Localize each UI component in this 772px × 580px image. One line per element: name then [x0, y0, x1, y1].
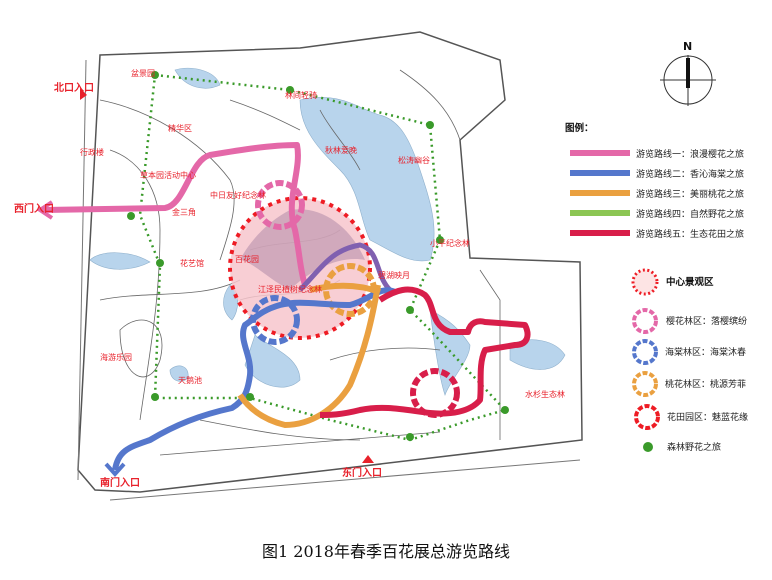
svg-text:游览路线一：浪漫樱花之旅: 游览路线一：浪漫樱花之旅 — [636, 148, 744, 160]
legend-zone-flower-field: 花田园区：魅蓝花缘 — [634, 404, 748, 430]
route-3-line — [237, 282, 382, 429]
place-label: 百花园 — [235, 254, 259, 264]
route-1-line — [43, 142, 308, 286]
svg-text:花田园区：魅蓝花缘: 花田园区：魅蓝花缘 — [667, 411, 748, 423]
route-2-arrow — [104, 462, 126, 477]
legend-zone-crabapple: 海棠林区：海棠沐春 — [632, 339, 746, 365]
svg-text:游览路线四：自然野花之旅: 游览路线四：自然野花之旅 — [636, 208, 744, 220]
svg-text:游览路线二：香沁海棠之旅: 游览路线二：香沁海棠之旅 — [636, 168, 744, 180]
place-label: 草本园活动中心 — [140, 170, 196, 180]
place-label: 金三角 — [172, 207, 196, 217]
place-label: 碧湖映月 — [378, 270, 410, 280]
legend-route-3: 游览路线三：美丽桃花之旅 — [570, 188, 744, 200]
place-label: 中日友好纪念林 — [210, 190, 266, 200]
place-label: 花艺馆 — [180, 258, 204, 268]
legend-title: 图例： — [565, 122, 594, 134]
place-label: 海游乐园 — [100, 352, 132, 362]
south-gate-label: 南门入口 — [100, 476, 140, 489]
legend-route-5: 游览路线五：生态花田之旅 — [570, 228, 744, 240]
place-label: 小平纪念林 — [430, 238, 470, 248]
east-gate-marker — [362, 455, 374, 463]
legend-forest-point: 森林野花之旅 — [643, 441, 721, 453]
legend-zone-cherry: 樱花林区：落樱缤纷 — [632, 308, 747, 334]
place-label: 行政楼 — [80, 147, 104, 157]
route-4-line — [138, 73, 508, 442]
forest-wildflower-points — [127, 71, 509, 441]
route-2-line — [112, 287, 397, 471]
svg-text:游览路线五：生态花田之旅: 游览路线五：生态花田之旅 — [636, 228, 744, 240]
water-bodies — [89, 67, 566, 396]
place-label: 天鹅池 — [178, 375, 202, 385]
place-label: 水杉生态林 — [525, 389, 565, 399]
route-5-line — [319, 286, 531, 418]
place-label: 林间轻骑 — [285, 90, 317, 100]
svg-text:森林野花之旅: 森林野花之旅 — [667, 441, 721, 453]
place-label: 江泽民植树纪念林 — [258, 284, 322, 294]
legend-zone-peach: 桃花林区：桃源芳菲 — [632, 371, 746, 397]
legend-route-4: 游览路线四：自然野花之旅 — [570, 208, 744, 220]
legend-route-1: 游览路线一：浪漫樱花之旅 — [570, 148, 744, 160]
svg-text:中心景观区: 中心景观区 — [666, 276, 714, 288]
north-gate-label: 北口入口 — [54, 81, 94, 94]
east-gate-label: 东门入口 — [342, 466, 382, 479]
svg-text:海棠林区：海棠沐春: 海棠林区：海棠沐春 — [665, 346, 746, 358]
legend-route-2: 游览路线二：香沁海棠之旅 — [570, 168, 744, 180]
legend-zone-central: 中心景观区 — [631, 268, 714, 296]
place-label: 精华区 — [168, 123, 192, 133]
svg-text:桃花林区：桃源芳菲: 桃花林区：桃源芳菲 — [665, 378, 746, 390]
svg-text:N: N — [683, 40, 692, 53]
place-label: 松涛幽谷 — [398, 155, 430, 165]
svg-text:游览路线三：美丽桃花之旅: 游览路线三：美丽桃花之旅 — [636, 188, 744, 200]
place-label: 盆景园 — [131, 68, 155, 78]
svg-text:樱花林区：落樱缤纷: 樱花林区：落樱缤纷 — [666, 315, 747, 327]
roads — [99, 69, 501, 456]
figure-caption: 图1 2018年春季百花展总游览路线 — [262, 542, 510, 561]
route-1-arrow — [36, 200, 54, 220]
west-gate-label: 西门入口 — [14, 202, 54, 215]
place-label: 秋林爱晚 — [325, 145, 357, 155]
cherry-zone-ring — [255, 180, 305, 230]
north-gate-marker — [80, 88, 87, 100]
north-compass: N — [660, 40, 716, 106]
